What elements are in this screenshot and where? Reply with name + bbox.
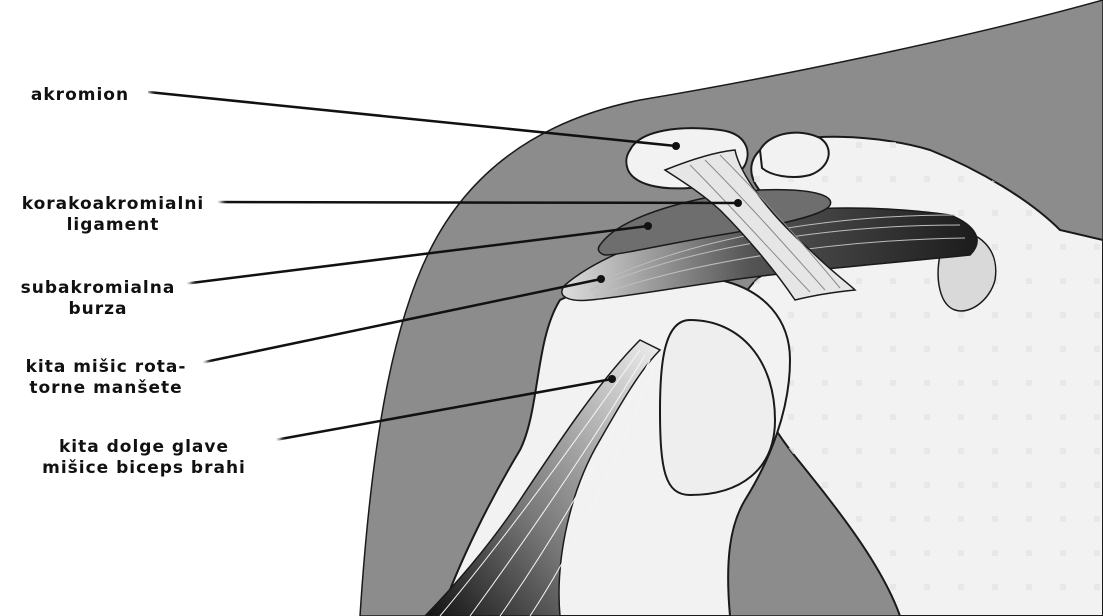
label-ligament-line2: ligament xyxy=(67,215,160,236)
dot-ligament xyxy=(734,199,742,207)
label-akromion: akromion xyxy=(14,72,146,118)
label-ligament-line1: korakoakromialni xyxy=(22,194,205,215)
clavicle-end xyxy=(760,133,829,177)
dot-akromion xyxy=(672,142,680,150)
label-biceps-line2: mišice biceps brahi xyxy=(42,458,246,479)
dot-rotator xyxy=(597,275,605,283)
label-rotator-line2: torne manšete xyxy=(29,378,182,399)
label-burza-line1: subakromialna xyxy=(21,278,176,299)
label-kita-rotatorne-mansete: kita mišic rota- torne manšete xyxy=(8,346,204,410)
label-burza-line2: burza xyxy=(68,299,127,320)
label-biceps-line1: kita dolge glave xyxy=(59,437,229,458)
label-korakoakromialni-ligament: korakoakromialni ligament xyxy=(8,183,218,247)
label-subakromialna-burza: subakromialna burza xyxy=(8,267,188,331)
dot-burza xyxy=(644,222,652,230)
label-kita-biceps: kita dolge glave mišice biceps brahi xyxy=(10,426,278,490)
leader-line-ligament xyxy=(210,202,738,203)
label-rotator-line1: kita mišic rota- xyxy=(26,357,187,378)
label-akromion-text: akromion xyxy=(31,85,129,106)
dot-biceps xyxy=(608,375,616,383)
